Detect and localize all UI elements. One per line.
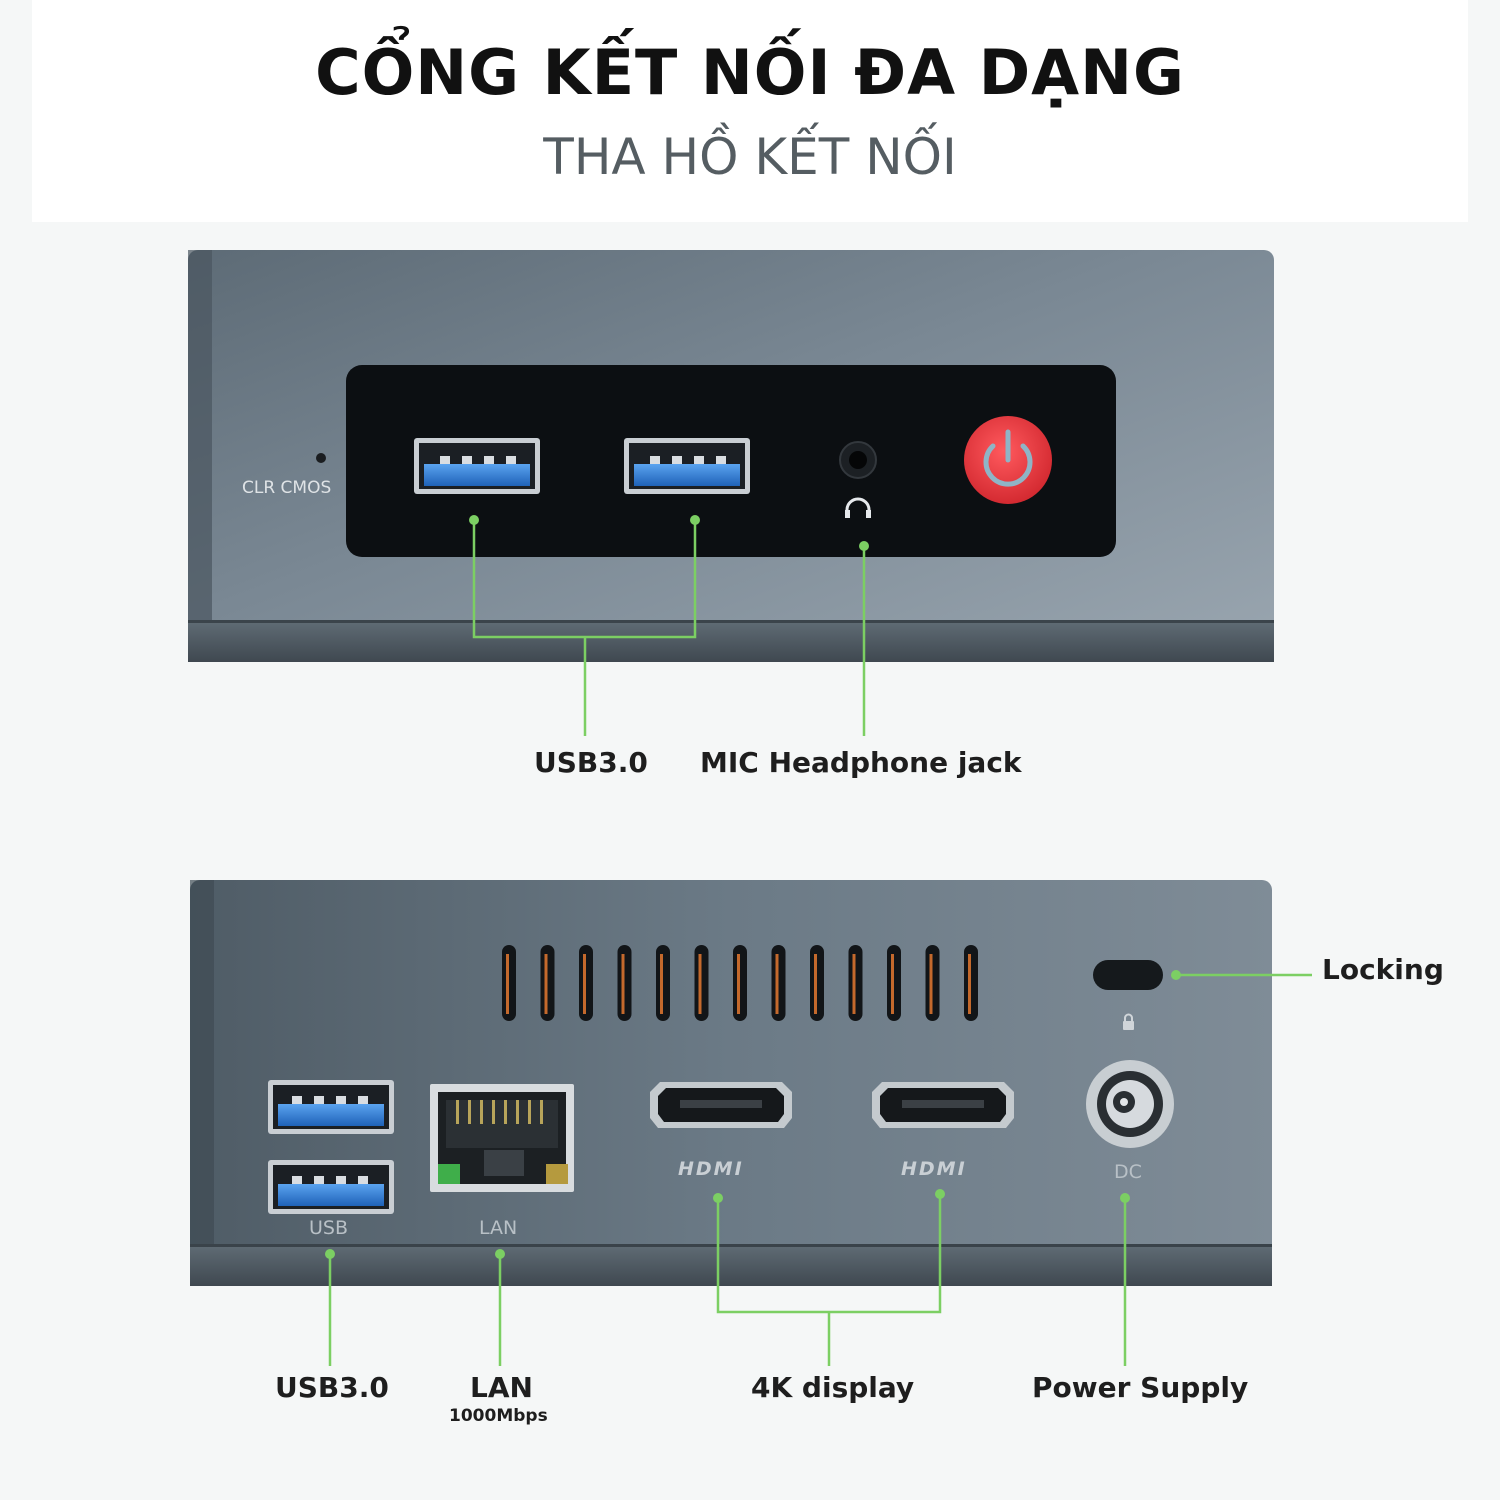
power-icon	[983, 429, 1033, 487]
vent-slot-inner	[621, 954, 625, 1014]
hdmi-port-1[interactable]	[650, 1082, 792, 1128]
vent-slot-inner	[544, 954, 548, 1014]
lock-icon	[1123, 1013, 1134, 1030]
callout-mic-headphone: MIC Headphone jack	[700, 746, 1022, 779]
front-usb-port-1[interactable]	[414, 438, 540, 494]
hdmi-2-label: HDMI	[901, 1158, 967, 1180]
page-subtitle: THA HỒ KẾT NỐI	[543, 128, 957, 186]
vent-slot-inner	[660, 954, 663, 1014]
rear-usb-port-1[interactable]	[268, 1080, 394, 1134]
front-base	[188, 622, 1274, 662]
headphone-icon	[845, 497, 871, 518]
callout-locking: Locking	[1322, 953, 1444, 986]
clr-cmos-label: CLR CMOS	[242, 478, 332, 498]
dc-power-jack[interactable]	[1086, 1060, 1174, 1148]
power-button[interactable]	[964, 416, 1052, 504]
vent-slot-inner	[698, 954, 702, 1014]
vent-slot-inner	[737, 954, 740, 1014]
vent-slot-inner	[775, 954, 779, 1014]
rear-usb-label: USB	[309, 1217, 349, 1239]
rear-lan-label: LAN	[479, 1217, 518, 1239]
vent-slot-inner	[891, 954, 894, 1014]
callout-rear-usb: USB3.0	[275, 1371, 389, 1404]
clr-cmos-hole[interactable]	[316, 453, 326, 463]
rear-base	[190, 1246, 1272, 1286]
callout-4k-display: 4K display	[751, 1371, 915, 1404]
headphone-jack[interactable]	[839, 441, 877, 479]
front-usb-port-2[interactable]	[624, 438, 750, 494]
callout-lan-speed: 1000Mbps	[449, 1406, 548, 1426]
hdmi-1-label: HDMI	[678, 1158, 744, 1180]
callout-lan: LAN	[470, 1371, 533, 1404]
callout-power-supply: Power Supply	[1032, 1371, 1249, 1404]
rear-device	[190, 880, 1272, 1286]
lan-port[interactable]	[430, 1084, 574, 1192]
hdmi-port-2[interactable]	[872, 1082, 1014, 1128]
kensington-lock-slot[interactable]	[1093, 960, 1163, 990]
vent-slot-inner	[814, 954, 817, 1014]
vent-slot-inner	[583, 954, 586, 1014]
rear-callout-dots	[325, 970, 1181, 1259]
header-band	[32, 0, 1468, 222]
vent-slot-inner	[929, 954, 933, 1014]
front-callout-lines	[472, 520, 866, 736]
callout-front-usb: USB3.0	[534, 746, 648, 779]
rear-usb-port-2[interactable]	[268, 1160, 394, 1214]
front-device	[188, 250, 1274, 662]
dc-label: DC	[1114, 1161, 1142, 1183]
front-callout-dots	[469, 515, 869, 551]
vent-slot-inner	[968, 954, 971, 1014]
vent-slot-inner	[506, 954, 509, 1014]
page-title: CỔNG KẾT NỐI ĐA DẠNG	[315, 36, 1185, 109]
vent-slot-inner	[852, 954, 856, 1014]
vent-grille	[502, 945, 978, 1021]
rear-callout-lines	[328, 973, 1312, 1366]
